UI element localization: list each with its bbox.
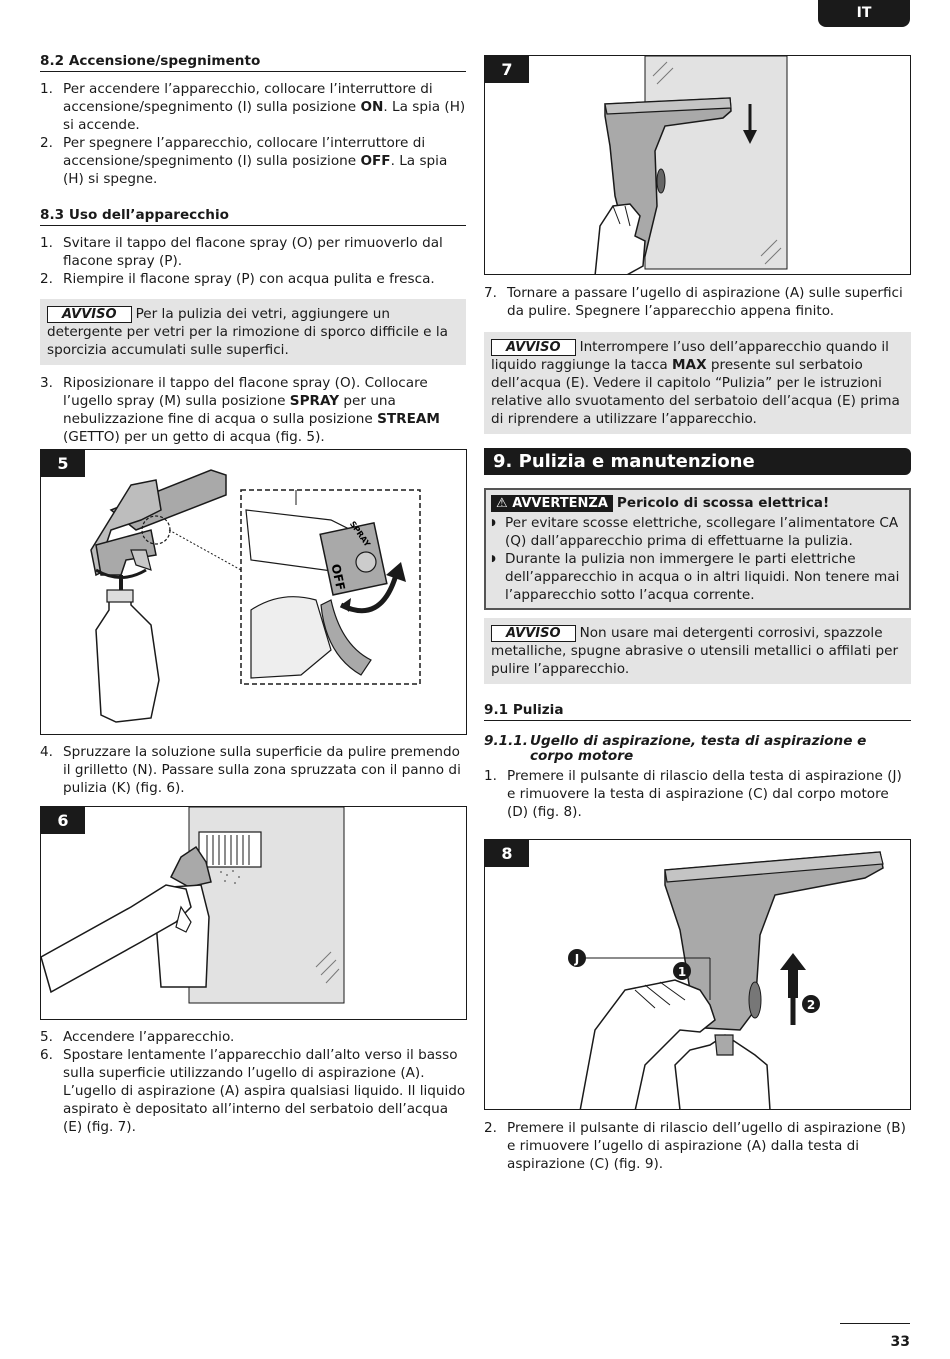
label-1: 1 <box>678 965 686 979</box>
figure-7-illustration <box>594 56 788 274</box>
warning-tag: ⚠ AVVERTENZA <box>491 495 613 512</box>
list-item: 6.Spostare lentamente l’apparecchio dall… <box>40 1047 466 1135</box>
figure-5-illustration: OFF SPRAY <box>90 469 421 723</box>
left-column: 8.2 Accensione/spegnimento 1.Per accende… <box>40 52 466 446</box>
figure-6-illustration <box>41 807 345 1004</box>
figure-8-number: 8 <box>485 840 529 867</box>
section-8-3-step4: 4.Spruzzare la soluzione sulla superfici… <box>40 743 466 797</box>
section-9-title: 9. Pulizia e manutenzione <box>484 448 911 475</box>
section-9-1-step1: 1.Premere il pulsante di rilascio della … <box>484 767 911 821</box>
section-8-3-step7: 7.Tornare a passare l’ugello di aspirazi… <box>484 284 911 320</box>
page-number-rule <box>840 1323 910 1324</box>
list-item: 2.Riempire il flacone spray (P) con acqu… <box>40 271 435 287</box>
label-j: J <box>574 952 579 966</box>
list-item: ◗Per evitare scosse elettriche, scollega… <box>491 515 899 549</box>
subsection-9-1-1-title: Ugello di aspirazione, testa di aspirazi… <box>530 733 867 764</box>
list-item: 1.Premere il pulsante di rilascio della … <box>484 768 902 820</box>
language-tab: IT <box>818 0 910 27</box>
section-8-3-title: 8.3 Uso dell’apparecchio <box>40 206 466 226</box>
list-item: 3.Riposizionare il tappo del flacone spr… <box>40 375 440 445</box>
right-column-lower: 2.Premere il pulsante di rilascio dell’u… <box>484 1119 911 1173</box>
section-8-3-step3: 3.Riposizionare il tappo del flacone spr… <box>40 374 466 446</box>
figure-7: 7 <box>484 55 911 275</box>
warning-title: Pericolo di scossa elettrica! <box>616 495 830 511</box>
right-column-upper: 7.Tornare a passare l’ugello di aspirazi… <box>484 284 911 434</box>
list-item: 1.Svitare il tappo del flacone spray (O)… <box>40 235 443 269</box>
left-column-steps-5-6: 5.Accendere l’apparecchio. 6.Spostare le… <box>40 1028 466 1136</box>
list-item: 7.Tornare a passare l’ugello di aspirazi… <box>484 285 903 319</box>
figure-8: J 1 2 8 <box>484 839 911 1110</box>
figure-6-number: 6 <box>41 807 85 834</box>
list-item: ◗Durante la pulizia non immergere le par… <box>491 551 900 603</box>
section-8-2-title: 8.2 Accensione/spegnimento <box>40 52 466 72</box>
left-column-step4: 4.Spruzzare la soluzione sulla superfici… <box>40 743 466 797</box>
notice-tag: AVVISO <box>47 306 132 323</box>
figure-8-illustration: J 1 2 <box>568 851 884 1109</box>
section-8-2-steps: 1.Per accendere l’apparecchio, collocare… <box>40 80 466 188</box>
warning-list: ◗Per evitare scosse elettriche, scollega… <box>491 514 904 604</box>
off-label: OFF <box>328 563 347 592</box>
figure-5: OFF SPRAY 5 <box>40 449 467 735</box>
figure-6: 6 <box>40 806 467 1020</box>
list-item: 1.Per accendere l’apparecchio, collocare… <box>40 81 466 133</box>
section-8-3-steps-5-6: 5.Accendere l’apparecchio. 6.Spostare le… <box>40 1028 466 1136</box>
page-number: 33 <box>890 1334 910 1350</box>
warning-triangle-icon: ⚠ <box>496 496 508 511</box>
notice-tag: AVVISO <box>491 625 576 642</box>
label-2: 2 <box>807 998 815 1012</box>
section-9-1-step2: 2.Premere il pulsante di rilascio dell’u… <box>484 1119 911 1173</box>
bullet-icon: ◗ <box>491 518 496 528</box>
section-8-3-steps: 1.Svitare il tappo del flacone spray (O)… <box>40 234 466 288</box>
figure-7-number: 7 <box>485 56 529 83</box>
list-item: 4.Spruzzare la soluzione sulla superfici… <box>40 744 461 796</box>
list-item: 2.Premere il pulsante di rilascio dell’u… <box>484 1120 906 1172</box>
bullet-icon: ◗ <box>491 554 496 564</box>
section-9-1-title: 9.1 Pulizia <box>484 701 911 721</box>
list-item: 2.Per spegnere l’apparecchio, collocare … <box>40 135 448 187</box>
notice-tag: AVVISO <box>491 339 576 356</box>
figure-5-number: 5 <box>41 450 85 477</box>
subsection-9-1-1: 9.1.1. Ugello di aspirazione, testa di a… <box>484 733 867 764</box>
list-item: 5.Accendere l’apparecchio. <box>40 1029 235 1045</box>
